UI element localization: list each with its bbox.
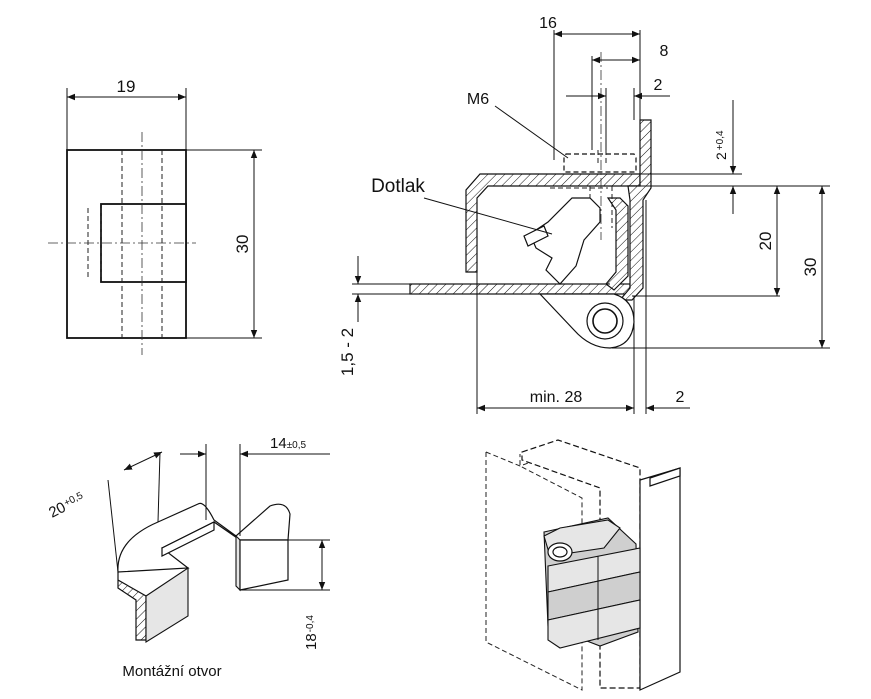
section-view: 16 8 2 M6 Dotlak 2+0,4 20 30 1,5 (338, 15, 830, 414)
cutout-inner-wall (161, 521, 215, 557)
leader-line-m6 (494, 105, 569, 159)
cutout-right-block (239, 539, 289, 591)
pusher-block (529, 197, 601, 285)
cutout-front-edge (117, 572, 147, 641)
cutout-front-face (145, 566, 189, 643)
cutout-dim-18-label: 18-0,4 (303, 615, 320, 650)
screw-label: M6 (467, 91, 489, 108)
leader-line-dotlak (423, 197, 553, 235)
extension-line (157, 451, 161, 523)
dimension-line-20 (123, 451, 163, 471)
cutout-dim-18-sup: -0,4 (305, 615, 316, 633)
dim-8-label: 8 (660, 43, 669, 60)
iso-door-edge (639, 467, 681, 691)
cutout-dim-14-sup: ±0,5 (287, 440, 307, 451)
cutout-dim-18-base: 18 (303, 633, 320, 650)
isometric-view (485, 439, 681, 691)
cutout-dim-14-label: 14±0,5 (270, 435, 307, 452)
cutout-dim-20-label: 20+0,5 (46, 489, 87, 521)
sheet-base (409, 283, 631, 295)
iso-door-edge-inner (649, 467, 681, 487)
dim-2-bottom-label: 2 (676, 389, 685, 406)
cutout-top-surface (117, 502, 291, 573)
min-length-label: min. 28 (530, 389, 583, 406)
tolerance-sup: +0,4 (715, 130, 726, 150)
tolerance-base: 2 (713, 152, 729, 160)
inner-leaf (605, 197, 629, 291)
screw-head (563, 153, 637, 173)
dim-20-label: 20 (756, 232, 775, 251)
pusher-label: Dotlak (371, 176, 425, 197)
cutout-caption: Montážní otvor (122, 663, 221, 680)
cutout-dim-14-base: 14 (270, 435, 287, 452)
sheet-thickness-label: 1,5 - 2 (338, 328, 357, 376)
cutout-dim-20-sup: +0,5 (62, 490, 85, 509)
cutout-dim-20-base: 20 (46, 499, 69, 522)
dim-2-top-label: 2 (654, 77, 663, 94)
door-leaf (618, 119, 652, 301)
dim-19-label: 19 (117, 77, 136, 96)
dim-30-label: 30 (233, 235, 252, 254)
cutout-view: 20+0,5 14±0,5 18-0,4 Montážní otvor (46, 435, 330, 680)
dim-30-label: 30 (801, 258, 820, 277)
iso-frame-top (485, 447, 641, 471)
pivot-pin (592, 308, 618, 334)
iso-pivot-inner (552, 546, 568, 558)
tolerance-label: 2 +0,4 (713, 130, 729, 160)
extension-line (107, 479, 119, 573)
front-view: 19 30 (48, 77, 262, 355)
dim-16-label: 16 (539, 15, 557, 32)
